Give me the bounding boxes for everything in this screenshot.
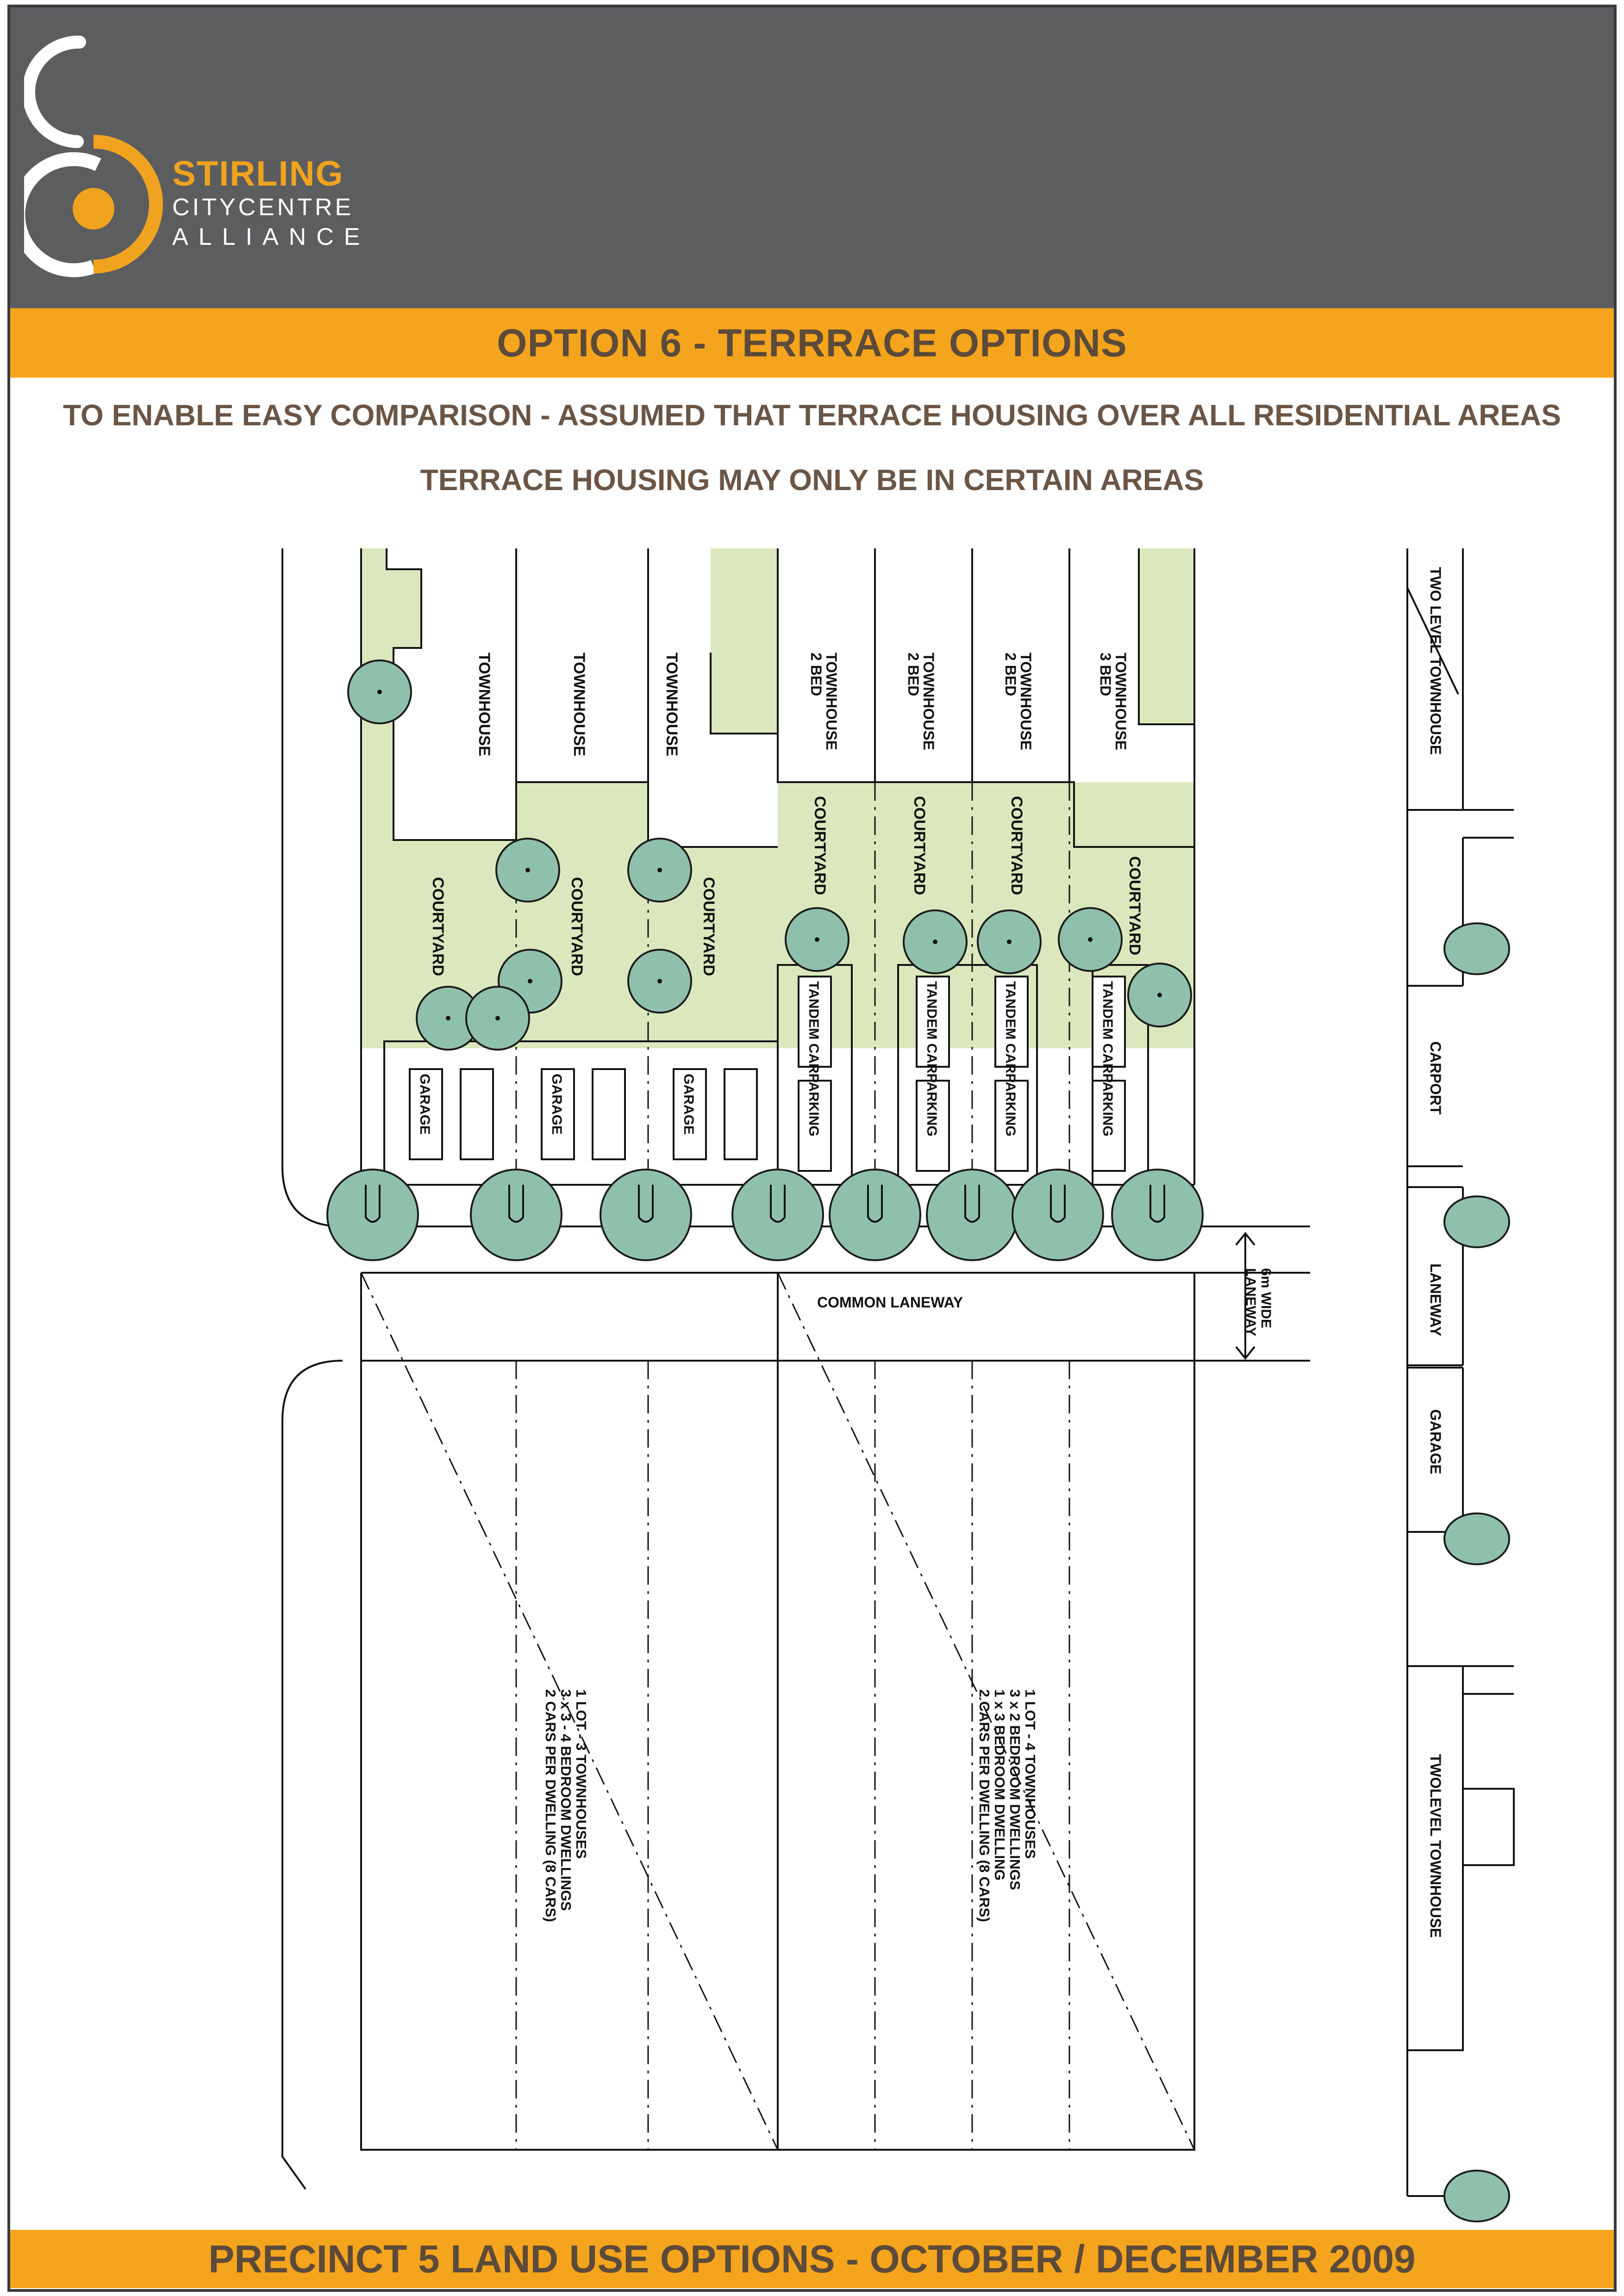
label-garage-2: GARAGE xyxy=(549,1074,564,1135)
label-courtyard-7: COURTYARD xyxy=(1126,856,1143,955)
label-courtyard-1: COURTYARD xyxy=(429,877,447,976)
label-townhouse-2bed-c: TOWNHOUSE xyxy=(1018,653,1034,750)
label-laneway-width-1: 6m WIDE xyxy=(1258,1268,1274,1328)
label-townhouse-3: TOWNHOUSE xyxy=(663,653,681,756)
label-tandem-4: TANDEM CARPARKING xyxy=(1100,981,1115,1137)
lot-a-line-1: 1 LOT - 3 TOWNHOUSES xyxy=(573,1689,589,1859)
footer-title: PRECINCT 5 LAND USE OPTIONS - OCTOBER / … xyxy=(208,2237,1416,2281)
title-band: OPTION 6 - TERRRACE OPTIONS xyxy=(10,308,1614,378)
lot-a-line-2: 3 x 3 - 4 BEDROOM DWELLINGS xyxy=(558,1689,574,1911)
label-townhouse-1: TOWNHOUSE xyxy=(475,653,493,756)
label-3bed: 3 BED xyxy=(1097,653,1114,696)
label-2bed-b: 2 BED xyxy=(905,653,922,696)
lot-b-line-4: 2 CARS PER DWELLING (8 CARS) xyxy=(976,1689,993,1922)
label-tandem-1: TANDEM CARPARKING xyxy=(806,981,821,1137)
laneway-dimension xyxy=(1235,1232,1255,1360)
page-title: OPTION 6 - TERRRACE OPTIONS xyxy=(497,321,1127,365)
driveway-crossovers xyxy=(365,1185,1165,1223)
subtitle-areas: TERRACE HOUSING MAY ONLY BE IN CERTAIN A… xyxy=(420,463,1204,497)
label-courtyard-6: COURTYARD xyxy=(1008,796,1025,895)
label-townhouse-2: TOWNHOUSE xyxy=(570,653,588,756)
label-townhouse-2bed-a: TOWNHOUSE xyxy=(823,653,840,750)
logo-line-2: CITYCENTRE xyxy=(172,194,354,221)
section-two-level-townhouse-bottom: TWOLEVEL TOWNHOUSE xyxy=(1427,1754,1444,1938)
logo-line-1: STIRLING xyxy=(172,154,344,193)
subtitle-comparison: TO ENABLE EASY COMPARISON - ASSUMED THAT… xyxy=(63,398,1561,432)
lot-a-line-3: 2 CARS PER DWELLING (8 CARS) xyxy=(543,1689,559,1922)
label-common-laneway: COMMON LANEWAY xyxy=(817,1294,963,1311)
section-labels: TWO LEVEL TOWNHOUSE CARPORT LANEWAY GARA… xyxy=(1427,567,1444,1938)
label-2bed-a: 2 BED xyxy=(808,653,824,696)
header-banner: STIRLING CITYCENTRE ALLIANCE xyxy=(10,7,1614,308)
label-courtyard-5: COURTYARD xyxy=(911,796,928,895)
lot-b-line-2: 3 x 2 BEDROOM DWELLINGS xyxy=(1007,1689,1023,1890)
lot-b-line-3: 1 x 3 BEDROOM DWELLING xyxy=(992,1689,1008,1880)
label-tandem-3: TANDEM CARPARKING xyxy=(1003,981,1018,1137)
label-laneway-width-2: LANEWAY xyxy=(1243,1268,1258,1336)
tree-trunk-marks xyxy=(377,690,1162,1020)
label-courtyard-2: COURTYARD xyxy=(568,877,586,976)
unit-labels: TOWNHOUSE TOWNHOUSE TOWNHOUSE TOWNHOUSE … xyxy=(417,653,1274,1922)
label-courtyard-3: COURTYARD xyxy=(700,877,718,976)
label-tandem-2: TANDEM CARPARKING xyxy=(924,981,939,1137)
footer-band: PRECINCT 5 LAND USE OPTIONS - OCTOBER / … xyxy=(10,2230,1614,2288)
parking-structures xyxy=(383,964,1149,1186)
label-garage-3: GARAGE xyxy=(681,1074,696,1135)
section-garage: GARAGE xyxy=(1427,1409,1444,1474)
label-garage-1: GARAGE xyxy=(417,1074,432,1135)
section-laneway: LANEWAY xyxy=(1427,1263,1444,1336)
lot-b-line-1: 1 LOT - 4 TOWNHOUSES xyxy=(1022,1689,1038,1859)
label-courtyard-4: COURTYARD xyxy=(811,796,829,895)
logo-line-3: ALLIANCE xyxy=(172,224,370,250)
section-two-level-townhouse-top: TWO LEVEL TOWNHOUSE xyxy=(1427,567,1444,755)
section-trees xyxy=(1443,922,1510,2222)
section-carport: CARPORT xyxy=(1427,1041,1444,1115)
stirling-logo-icon xyxy=(24,35,163,277)
section-elevation xyxy=(1406,548,1515,2197)
label-townhouse-2bed-b: TOWNHOUSE xyxy=(920,653,937,750)
label-2bed-c: 2 BED xyxy=(1002,653,1019,696)
lot-division-lines xyxy=(360,782,1195,2150)
logo-wordmark: STIRLING CITYCENTRE ALLIANCE xyxy=(172,156,370,252)
label-townhouse-3bed: TOWNHOUSE xyxy=(1112,653,1129,750)
